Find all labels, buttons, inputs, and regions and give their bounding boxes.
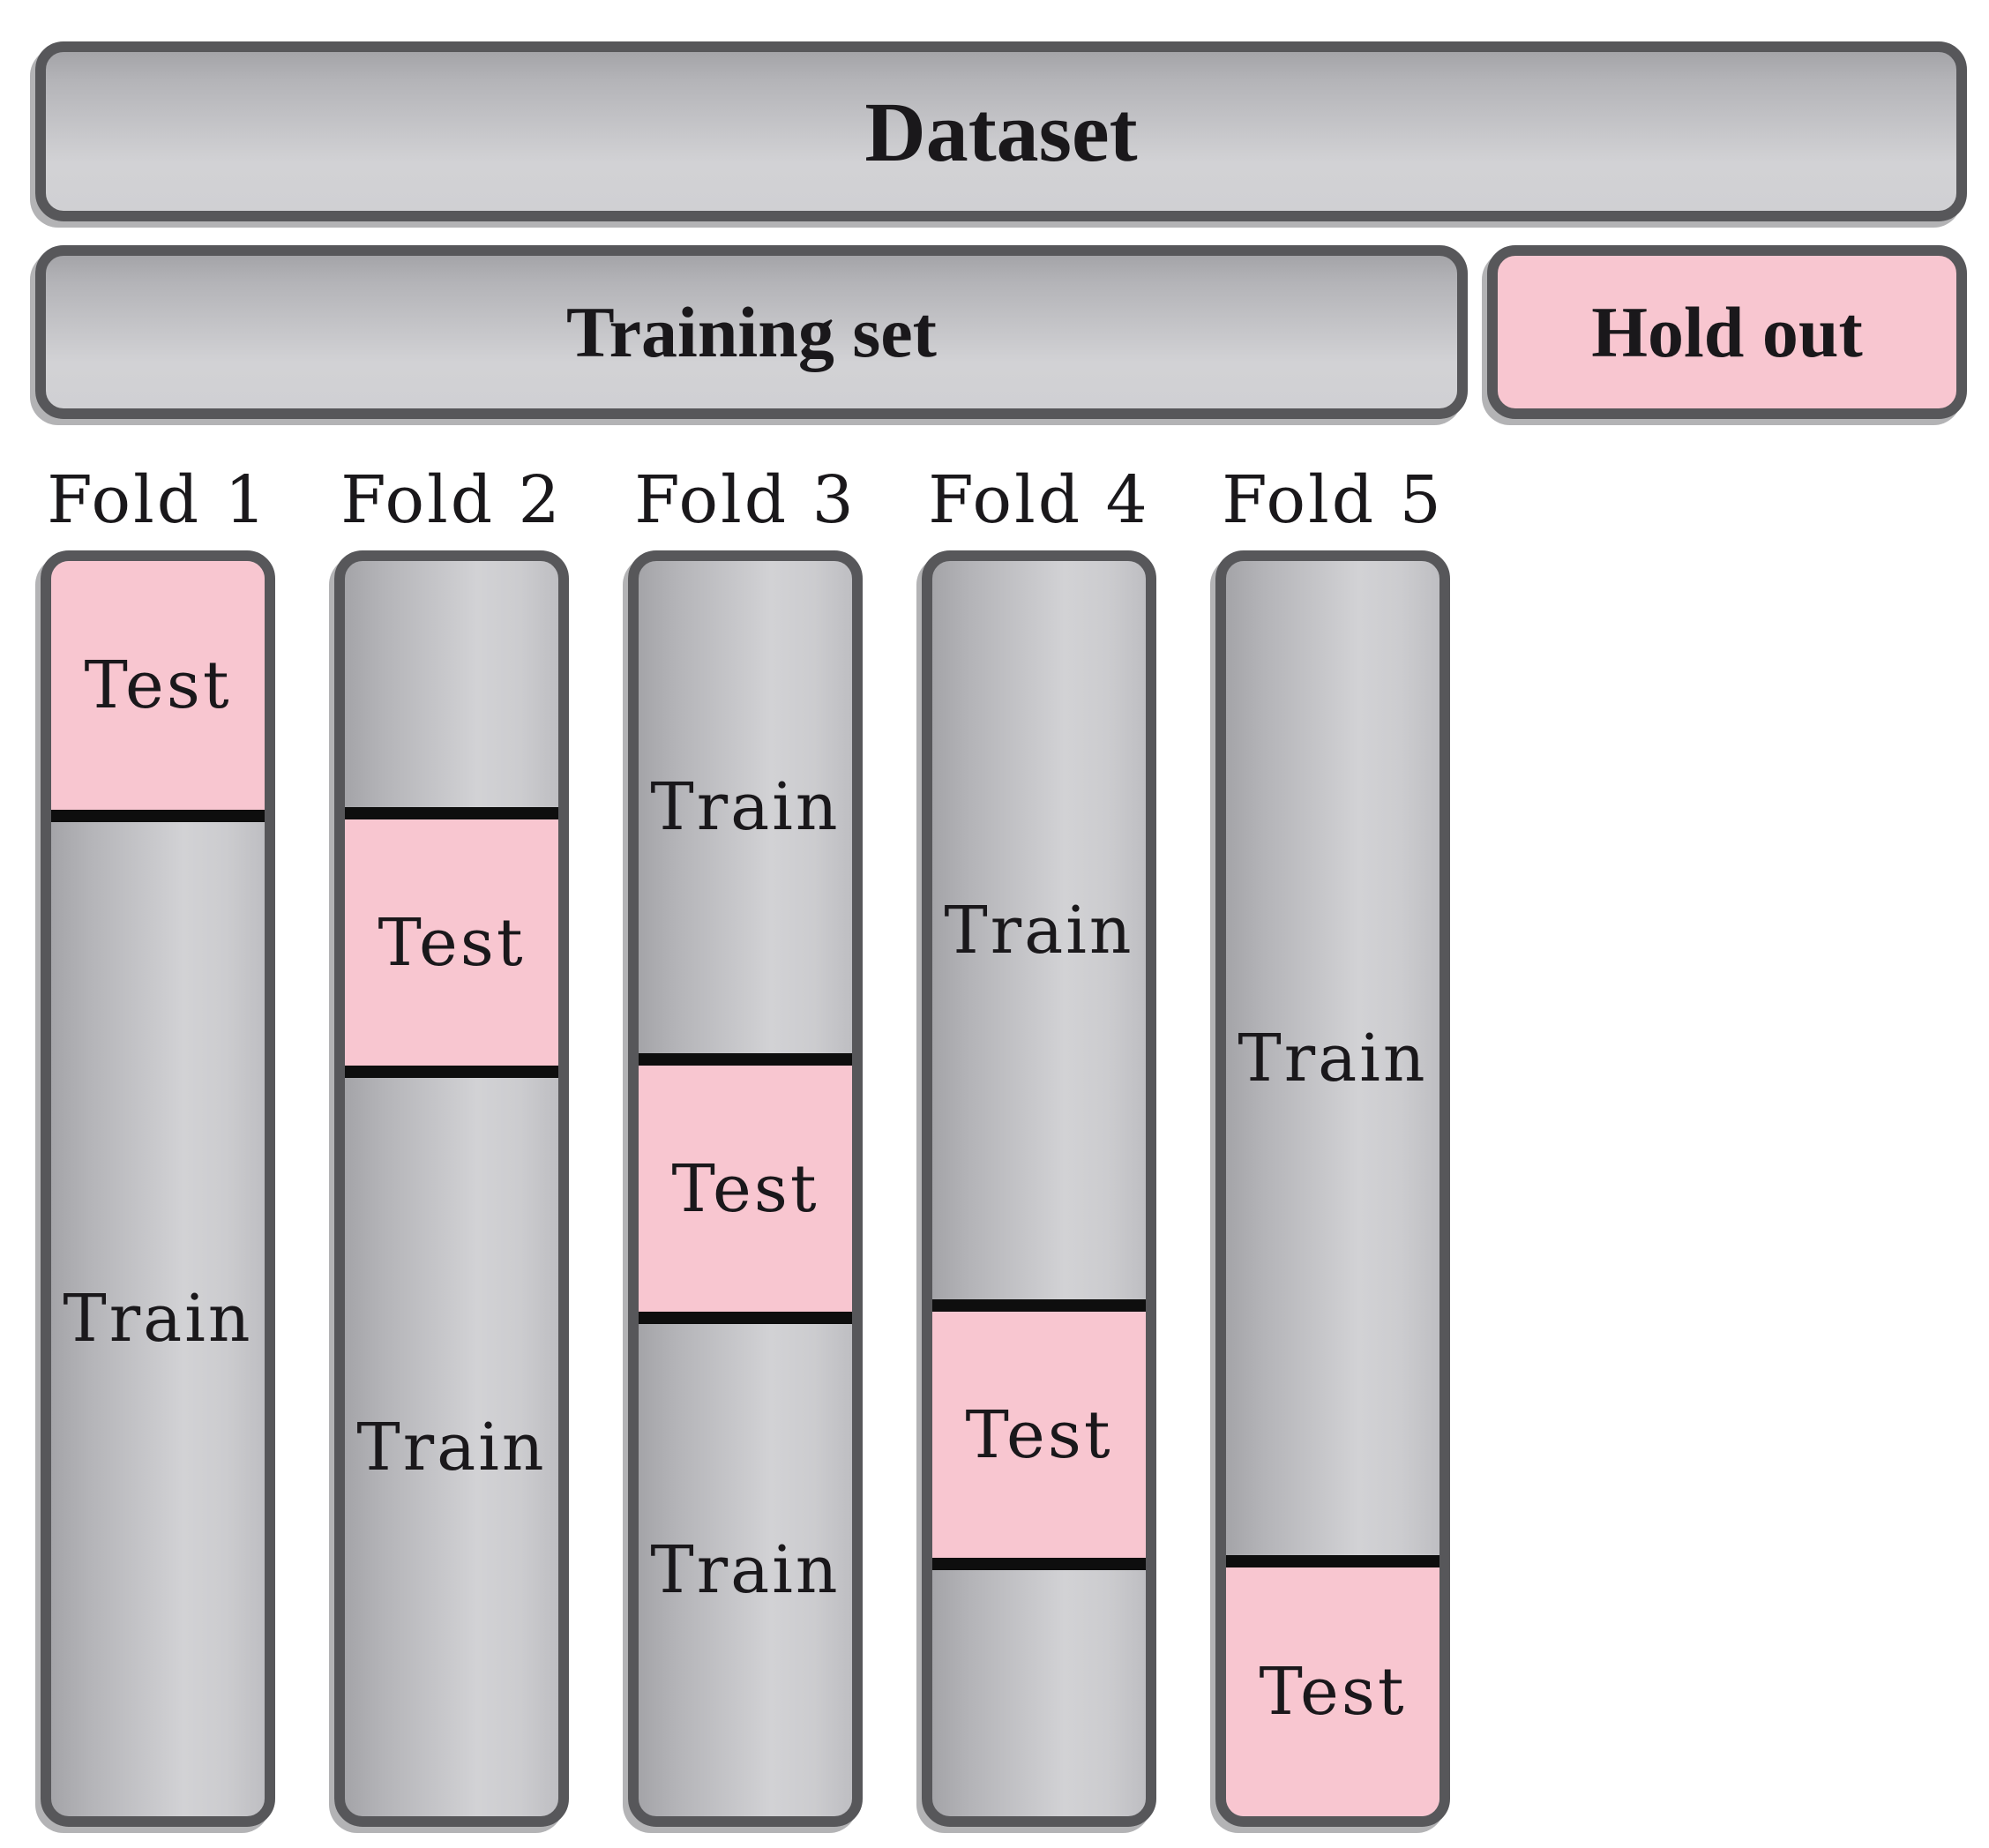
fold-2-test-label: Test	[378, 904, 526, 981]
fold-5-train-segment: Train	[1226, 561, 1439, 1555]
fold-4-column: Train Test	[922, 550, 1156, 1827]
fold-4-train-top-label: Train	[944, 892, 1134, 969]
fold-4-test-label: Test	[965, 1396, 1113, 1473]
fold-3-test-label: Test	[671, 1150, 819, 1227]
holdout-label: Hold out	[1591, 291, 1863, 372]
fold-2-column: Test Train	[334, 550, 569, 1827]
fold-5-train-label: Train	[1238, 1020, 1428, 1096]
fold-2-test-segment: Test	[345, 807, 558, 1078]
holdout-box: Hold out	[1487, 245, 1967, 419]
fold-3-train-top-segment: Train	[639, 561, 852, 1053]
fold-1-label: Fold 1	[47, 462, 269, 538]
fold-1-test-label: Test	[84, 647, 232, 723]
fold-4-train-top-segment: Train	[932, 561, 1146, 1299]
fold-5-test-label: Test	[1259, 1654, 1407, 1731]
fold-2-train-bottom-label: Train	[356, 1409, 547, 1485]
fold-3-test-segment: Test	[639, 1053, 852, 1324]
fold-5-label: Fold 5	[1222, 462, 1444, 538]
fold-1-column: Test Train	[41, 550, 275, 1827]
fold-2-train-bottom-segment: Train	[345, 1078, 558, 1816]
fold-3-train-bottom-label: Train	[650, 1532, 841, 1608]
fold-1-train-segment: Train	[51, 822, 265, 1816]
fold-1-train-label: Train	[63, 1281, 253, 1358]
training-set-bar: Training set	[35, 245, 1468, 419]
fold-4-train-bottom-segment	[932, 1570, 1146, 1816]
dataset-bar: Dataset	[35, 41, 1967, 221]
fold-4-test-segment: Test	[932, 1299, 1146, 1570]
fold-5-column: Train Test	[1215, 550, 1450, 1827]
fold-3-label: Fold 3	[634, 462, 856, 538]
fold-5-test-segment: Test	[1226, 1555, 1439, 1816]
fold-3-train-top-label: Train	[650, 769, 841, 845]
fold-2-label: Fold 2	[340, 462, 563, 538]
fold-1-test-segment: Test	[51, 561, 265, 822]
fold-4-label: Fold 4	[928, 462, 1150, 538]
fold-3-column: Train Test Train	[628, 550, 863, 1827]
fold-2-train-top-segment	[345, 561, 558, 807]
training-set-label: Training set	[566, 291, 937, 372]
fold-3-train-bottom-segment: Train	[639, 1324, 852, 1816]
dataset-label: Dataset	[864, 84, 1138, 179]
